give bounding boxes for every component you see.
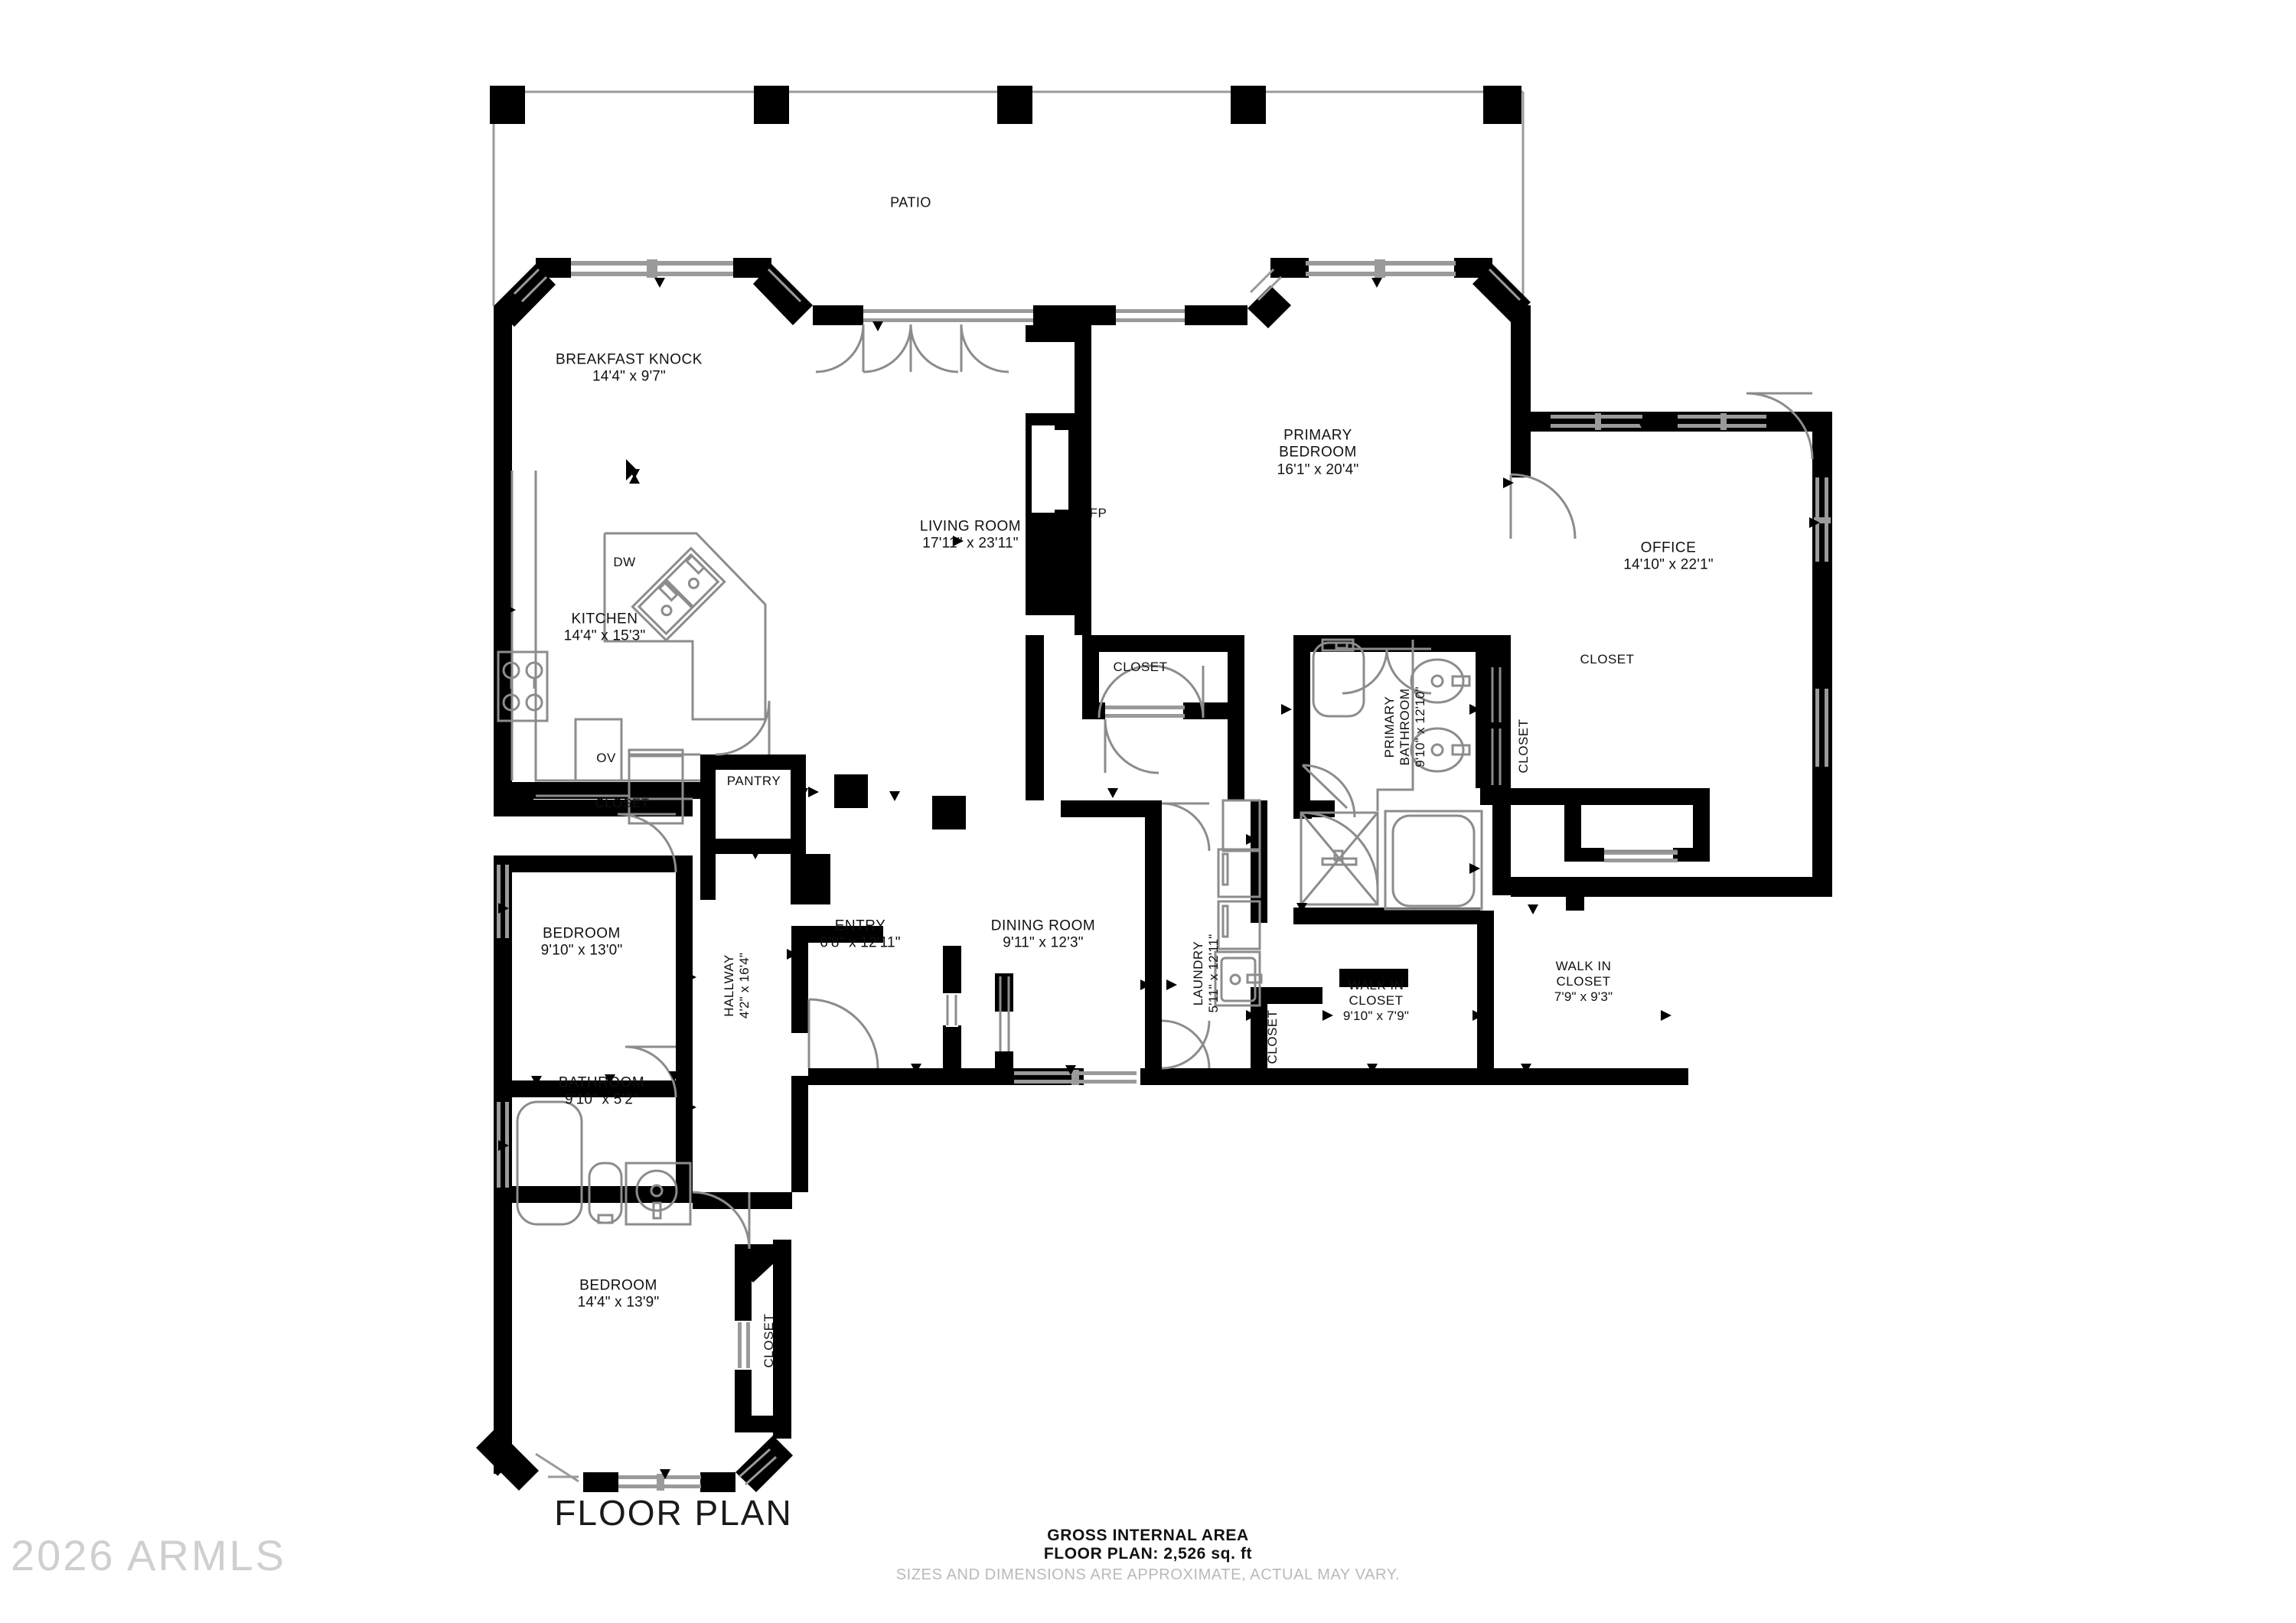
floor-plan-area: FLOOR PLAN: 2,526 sq. ft: [1043, 1545, 1253, 1563]
disclaimer-text: SIZES AND DIMENSIONS ARE APPROXIMATE, AC…: [895, 1566, 1401, 1583]
room-label-dimensions: 16'1" x 20'4": [1277, 461, 1359, 478]
room-label-dimensions: 9'10" x 12'10": [1413, 686, 1428, 768]
room-label-dimensions: 14'4" x 13'9": [577, 1295, 660, 1311]
page-title: FLOOR PLAN: [554, 1493, 793, 1533]
room-label-dimensions: 14'4" x 15'3": [563, 628, 646, 644]
closet-label-closet-bedroom3: CLOSET: [762, 1313, 777, 1367]
footer-block: GROSS INTERNAL AREA FLOOR PLAN: 2,526 sq…: [896, 1527, 1401, 1584]
room-label-name: ENTRY: [834, 917, 886, 934]
room-label-name: BEDROOM: [579, 1277, 657, 1294]
room-label-dimensions: 9'10" x 5'2": [564, 1092, 639, 1108]
room-label-name: BATHROOM: [558, 1074, 645, 1091]
room-label-dimensions: 14'4" x 9'7": [592, 369, 667, 385]
room-label-dimensions: 17'11" x 23'11": [922, 536, 1019, 552]
room-label-name: WALK IN CLOSET: [1348, 977, 1404, 1008]
fixture-label-dishwasher: DW: [613, 555, 635, 570]
room-label-patio: PATIO: [890, 194, 931, 210]
room-label-name: LAUNDRY: [1190, 940, 1205, 1006]
room-label-name: PATIO: [890, 194, 931, 210]
room-label-dimensions: 9'10" x 7'9": [1342, 1009, 1410, 1024]
gross-area-heading: GROSS INTERNAL AREA: [1047, 1527, 1249, 1544]
closet-label-name: CLOSET: [1113, 659, 1168, 674]
room-label-dimensions: 7'9" x 9'3": [1554, 989, 1613, 1005]
fixture-label-name: DW: [613, 554, 636, 569]
fixtures-and-cabinetry: [497, 471, 1502, 1226]
closet-label-closet-living: CLOSET: [1113, 660, 1167, 675]
watermark: 2026 ARMLS: [11, 1531, 286, 1579]
room-label-dimensions: 9'11" x 12'3": [1003, 935, 1084, 951]
closet-label-name: CLOSET: [595, 795, 650, 810]
room-label-name: DINING ROOM: [990, 917, 1096, 934]
room-label-name: PRIMARY BATHROOM: [1381, 688, 1412, 766]
room-label-dimensions: 4'2" x 16'4": [737, 952, 752, 1019]
room-label-name: LIVING ROOM: [919, 518, 1022, 535]
fixture-label-name: FP: [1089, 505, 1107, 520]
room-label-name: KITCHEN: [571, 611, 638, 627]
room-label-name: HALLWAY: [721, 954, 736, 1017]
closet-label-closet-primary: CLOSET: [1516, 719, 1531, 773]
door-swings: [536, 324, 1814, 1250]
room-label-name: BEDROOM: [543, 925, 621, 942]
closet-label-name: CLOSET: [1264, 1009, 1280, 1064]
closet-label-closet-laundry: CLOSET: [1265, 1009, 1280, 1064]
room-label-dimensions: 6'8" x 12'11": [820, 935, 901, 951]
direction-markers: [498, 278, 1820, 1479]
room-label-name: WALK IN CLOSET: [1555, 958, 1612, 989]
fixture-label-name: OV: [596, 750, 616, 765]
closet-label-name: CLOSET: [761, 1313, 776, 1368]
closet-label-closet-office: CLOSET: [1580, 652, 1634, 667]
room-label-dimensions: 9'10" x 13'0": [540, 943, 623, 959]
room-label-name: OFFICE: [1640, 539, 1697, 556]
room-label-name: BREAKFAST KNOCK: [556, 351, 703, 368]
closet-label-name: CLOSET: [1580, 651, 1635, 666]
closet-label-name: CLOSET: [1515, 719, 1531, 774]
patio-outline: [490, 86, 1525, 314]
exterior-walls: [476, 258, 1832, 1522]
closet-label-closet-kitchen: CLOSET: [595, 796, 649, 811]
room-label-name: PRIMARY BEDROOM: [1279, 427, 1357, 461]
fixture-label-oven: OV: [596, 751, 616, 766]
room-label-dimensions: 5'11" x 12'11": [1206, 934, 1221, 1013]
fixture-label-pantry: PANTRY: [727, 774, 781, 789]
room-label-dimensions: 14'10" x 22'1": [1623, 557, 1714, 573]
fixture-label-fireplace: FP: [1090, 506, 1107, 521]
fixture-label-name: PANTRY: [726, 773, 781, 788]
